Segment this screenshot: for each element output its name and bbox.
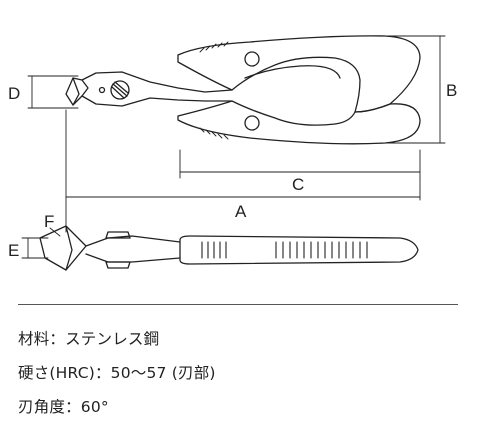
pliers-top-view (65, 35, 421, 145)
pivot-bolt (110, 80, 130, 100)
handle-hole-upper (244, 51, 260, 67)
jaw-body (81, 71, 233, 93)
pliers-side-view (39, 225, 419, 271)
dim-label-a: A (235, 202, 247, 221)
jaw-tip (65, 77, 89, 106)
spec-edge-angle: 刃角度：60° (18, 398, 109, 416)
handle-hole-lower (244, 115, 260, 131)
spec-material: 材料：ステンレス鋼 (18, 330, 160, 348)
dimension-lines-top (27, 35, 446, 233)
dim-label-d: D (8, 84, 20, 103)
dim-label-e: E (8, 241, 19, 260)
lower-handle (177, 100, 421, 145)
section-divider (18, 304, 458, 305)
dim-label-b: B (446, 81, 457, 100)
dimension-lines-side (21, 227, 61, 259)
side-handle (179, 235, 419, 265)
pliers-technical-drawing: D B C A F E (8, 35, 457, 271)
dim-label-c: C (292, 175, 304, 194)
spec-hardness: 硬さ(HRC)：50〜57 (刃部) (18, 364, 216, 382)
side-blade (39, 225, 87, 271)
dim-label-f: F (44, 212, 54, 231)
side-rivet (105, 231, 131, 239)
